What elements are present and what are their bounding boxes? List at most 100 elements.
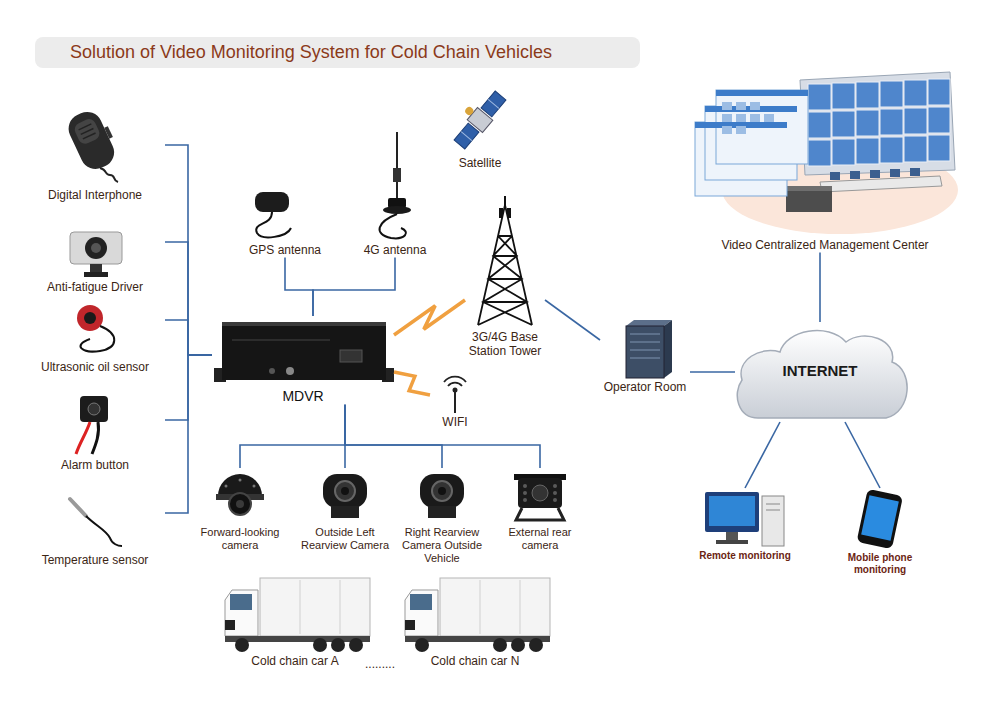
alarm-button-icon	[88, 403, 100, 415]
control-center	[800, 72, 955, 175]
satellite-icon	[488, 99, 499, 108]
control-center	[830, 168, 920, 180]
control-center	[850, 171, 860, 179]
side-camera-right	[432, 481, 452, 501]
control-center	[830, 172, 840, 180]
mdvr-box	[269, 368, 275, 374]
device-label: Ultrasonic oil sensor	[25, 360, 165, 374]
device-label: Temperature sensor	[25, 553, 165, 567]
device-node: 3G/4G Base Station Tower	[465, 200, 545, 359]
device-label: Forward-looking camera	[190, 526, 290, 552]
interphone-icon	[104, 126, 113, 139]
control-center	[722, 102, 774, 134]
rear-camera	[532, 485, 548, 501]
4g-antenna-icon	[380, 214, 406, 238]
rear-camera	[518, 478, 562, 508]
mobile-phone	[861, 495, 899, 540]
interphone-icon	[100, 168, 118, 182]
control-center	[910, 168, 920, 176]
satellite-icon	[461, 132, 472, 141]
device-label: External rear camera	[500, 526, 580, 552]
device-node: GPS antenna	[240, 188, 330, 257]
ellipsis-label: .........	[360, 657, 400, 671]
desktop-computer	[766, 504, 780, 505]
truck-a	[225, 578, 370, 652]
device-node: Video Centralized Management Center	[690, 68, 960, 252]
mobile-phone	[857, 489, 903, 549]
side-camera-right	[420, 474, 464, 518]
dome-camera	[253, 485, 256, 488]
desktop-computer	[762, 496, 784, 546]
control-center	[856, 138, 879, 164]
device-label: Alarm button	[25, 458, 165, 472]
satellite-icon	[446, 84, 509, 151]
side-camera-right	[428, 506, 456, 518]
device-node: Operator Room	[600, 318, 690, 394]
rear-camera	[553, 484, 557, 488]
device-node: 4G antenna	[355, 128, 435, 257]
control-center	[832, 111, 855, 137]
side-camera-left	[323, 474, 367, 508]
device-label: Cold chain car A	[215, 654, 375, 668]
alarm-button-icon	[92, 422, 99, 454]
control-center	[750, 102, 760, 110]
wifi-icon	[444, 377, 466, 413]
rear-camera	[523, 498, 527, 502]
control-center	[736, 114, 746, 122]
alarm-button-icon	[80, 396, 108, 422]
control-center	[880, 109, 903, 135]
alarm-button-icon	[76, 422, 90, 454]
device-node: Alarm button	[25, 393, 165, 472]
control-center	[808, 79, 950, 166]
truck-a	[300, 580, 301, 634]
truck-a	[313, 638, 327, 652]
truck-n	[511, 638, 525, 652]
cable-line	[165, 242, 212, 355]
desktop-computer	[709, 496, 755, 526]
control-center	[832, 83, 855, 109]
title-bar	[35, 37, 640, 68]
driver-camera-icon	[90, 264, 102, 272]
control-center	[856, 82, 879, 108]
gps-antenna-icon	[255, 192, 289, 212]
4g-antenna-icon	[393, 168, 401, 182]
truck-a	[349, 638, 363, 652]
truck-n	[405, 578, 550, 652]
device-node: Cold chain car N	[395, 572, 555, 668]
control-center	[880, 81, 903, 107]
temperature-probe-icon	[86, 516, 122, 546]
rear-camera	[514, 474, 566, 520]
wifi-icon	[454, 392, 456, 413]
control-center	[928, 107, 950, 133]
control-center	[716, 90, 808, 96]
oil-sensor-icon	[81, 326, 115, 352]
device-label: Digital Interphone	[25, 188, 165, 202]
control-center	[856, 110, 879, 136]
desktop-computer	[705, 492, 759, 532]
truck-n	[405, 620, 415, 630]
oil-sensor-icon	[84, 312, 96, 324]
truck-a	[225, 620, 235, 630]
control-center	[928, 79, 950, 105]
device-node: Cold chain car A	[215, 572, 375, 668]
mobile-phone	[857, 489, 903, 549]
truck-n	[493, 638, 507, 652]
base-station-tower	[478, 205, 532, 325]
server-cabinet	[626, 320, 672, 326]
base-station-tower	[478, 196, 532, 325]
truck-n	[440, 578, 550, 636]
cable-line	[745, 422, 780, 488]
satellite-icon	[464, 105, 475, 116]
cable-line	[819, 252, 821, 322]
device-label: INTERNET	[735, 362, 905, 380]
control-center	[870, 170, 880, 178]
diagram-title: Solution of Video Monitoring System for …	[70, 42, 552, 64]
control-center	[928, 135, 950, 161]
device-label: Satellite	[440, 156, 520, 170]
truck-n	[529, 638, 543, 652]
control-center	[808, 112, 831, 138]
rear-camera	[516, 508, 564, 520]
cable-line	[345, 405, 540, 468]
device-label: WIFI	[430, 415, 480, 429]
gps-antenna-icon	[255, 192, 291, 237]
